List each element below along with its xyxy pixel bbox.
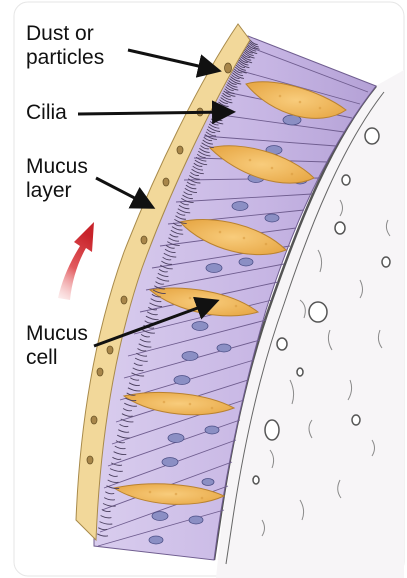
label-mucus-layer-line2: layer (26, 179, 88, 203)
label-cilia-text: Cilia (26, 101, 67, 125)
label-mucus-layer: Mucus layer (26, 155, 88, 203)
label-mucus-cell-line2: cell (26, 346, 88, 370)
label-mucus-cell-line1: Mucus (26, 322, 88, 346)
label-mucus-cell: Mucus cell (26, 322, 88, 370)
label-cilia: Cilia (26, 101, 67, 125)
pointer-mucus-layer (96, 178, 150, 206)
label-dust-or-particles: Dust or particles (26, 22, 104, 70)
label-dust-line2: particles (26, 46, 104, 70)
mucus-flow-arrow (58, 222, 94, 300)
label-dust-line1: Dust or (26, 22, 104, 46)
pointer-cilia (78, 112, 230, 114)
label-mucus-layer-line1: Mucus (26, 155, 88, 179)
pointer-dust (128, 50, 216, 70)
